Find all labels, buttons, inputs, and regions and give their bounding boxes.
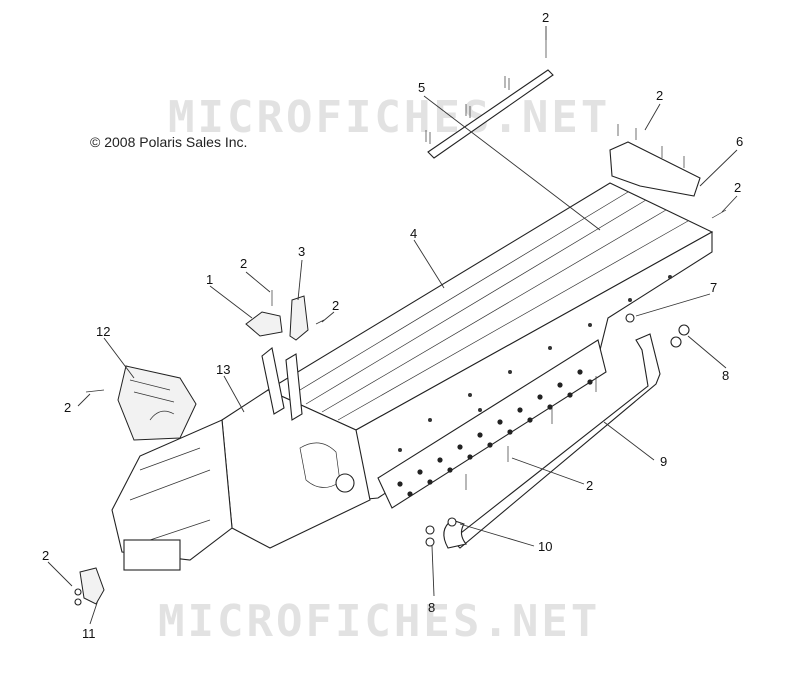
callout-5: 5 <box>418 80 425 95</box>
fastener <box>85 389 105 393</box>
rear-bracket-fasteners <box>617 124 685 168</box>
nut-part-8-lower <box>425 537 435 547</box>
tunnel-rib <box>337 220 689 421</box>
rail-strip <box>427 69 554 159</box>
rear-suspension-rod <box>451 333 661 549</box>
nut-part-8 <box>670 336 682 348</box>
bracket-part-11 <box>79 567 105 605</box>
callout-2-lower: 2 <box>586 478 593 493</box>
callout-8-right: 8 <box>722 368 729 383</box>
bracket-part-12 <box>117 365 197 441</box>
callout-2-right: 2 <box>734 180 741 195</box>
front-frame <box>111 419 233 561</box>
rail-strip-fasteners <box>425 76 510 144</box>
tunnel-rib <box>305 199 647 405</box>
callout-8-lower: 8 <box>428 600 435 615</box>
running-board <box>377 339 607 509</box>
loose-fasteners <box>465 40 597 490</box>
watermark-bottom: MICROFICHES.NET <box>158 596 600 647</box>
leader-lines <box>47 26 738 625</box>
steering-post <box>261 347 285 415</box>
fastener-part-2 <box>74 588 82 596</box>
callout-2-top: 2 <box>542 10 549 25</box>
bulkhead-round-hole <box>335 473 355 493</box>
nut-part-8 <box>678 324 690 336</box>
fastener <box>315 319 325 325</box>
bolt-part-10 <box>447 517 457 527</box>
running-board-mesh <box>397 369 593 497</box>
front-frame-brace <box>129 447 211 541</box>
bolt-part-7 <box>625 313 635 323</box>
nut-part-8-lower <box>425 525 435 535</box>
callout-2-upper-right: 2 <box>656 88 663 103</box>
rear-bracket-bolt <box>711 209 727 219</box>
tunnel-assembly <box>111 182 714 571</box>
callout-2-left: 2 <box>64 400 71 415</box>
callout-3: 3 <box>298 244 305 259</box>
steering-post-2 <box>285 353 303 421</box>
callout-13: 13 <box>216 362 230 377</box>
copyright-notice: © 2008 Polaris Sales Inc. <box>90 134 247 150</box>
fastener-part-2 <box>74 598 82 606</box>
bracket-part-12-detail <box>129 379 175 421</box>
callout-11: 11 <box>82 626 96 641</box>
bracket-part-1 <box>245 311 283 337</box>
callout-2-bottom-left: 2 <box>42 548 49 563</box>
callout-2-bracket-3: 2 <box>332 298 339 313</box>
callout-12: 12 <box>96 324 110 339</box>
tunnel-rib <box>321 209 667 413</box>
callout-2-bracket-1: 2 <box>240 256 247 271</box>
callout-9: 9 <box>660 454 667 469</box>
rod-end-bracket <box>443 519 467 549</box>
watermark-top: MICROFICHES.NET <box>168 92 610 143</box>
callout-10: 10 <box>538 539 552 554</box>
callout-1: 1 <box>206 272 213 287</box>
callout-4: 4 <box>410 226 417 241</box>
tunnel-rib <box>289 191 629 397</box>
callout-6: 6 <box>736 134 743 149</box>
callout-7: 7 <box>710 280 717 295</box>
front-bumper-mount <box>123 539 181 571</box>
bracket-part-3 <box>289 295 309 341</box>
tunnel-holes <box>398 275 672 452</box>
rear-bumper-bracket <box>609 141 701 197</box>
